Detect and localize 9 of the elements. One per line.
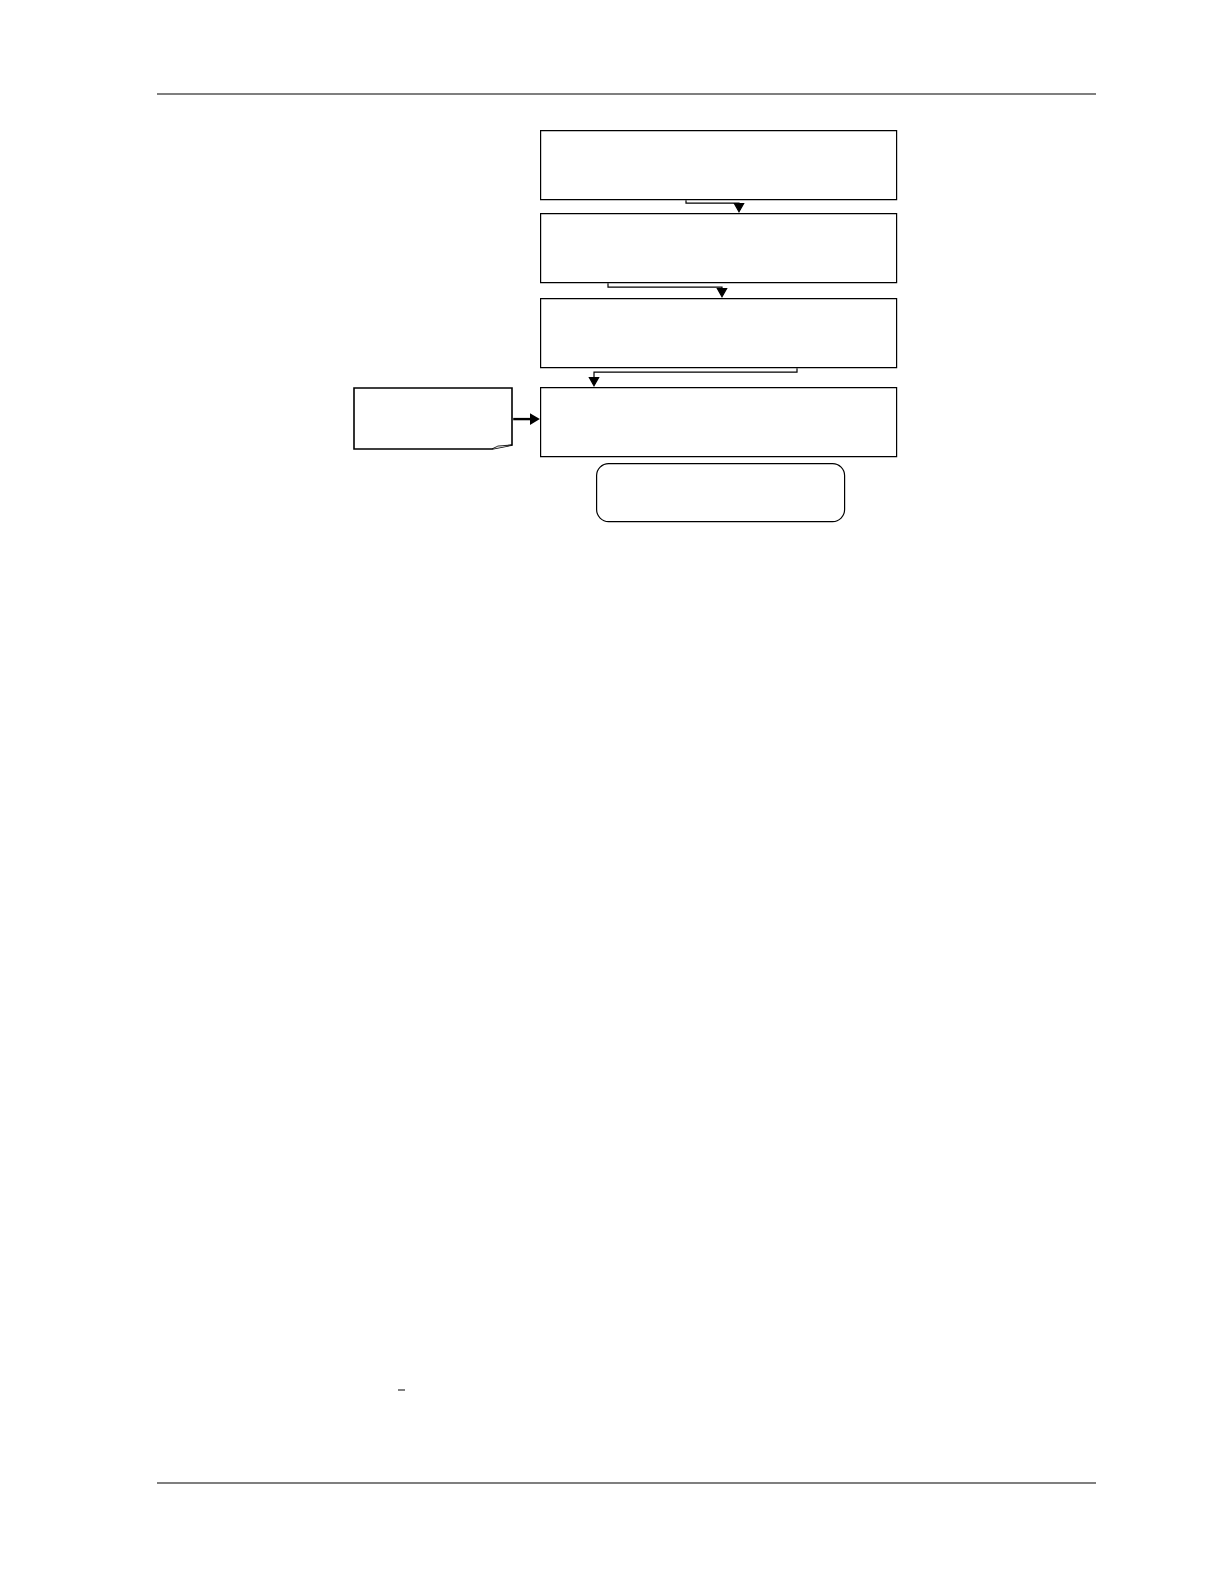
process-box: [540, 298, 898, 369]
rounded-box: [596, 463, 846, 523]
arrow: [607, 282, 728, 298]
process-box: [540, 213, 898, 284]
process-box: [540, 386, 898, 458]
arrow: [588, 367, 798, 387]
document-shape: [353, 387, 513, 450]
process-box: [540, 130, 898, 201]
arrow: [685, 199, 745, 213]
